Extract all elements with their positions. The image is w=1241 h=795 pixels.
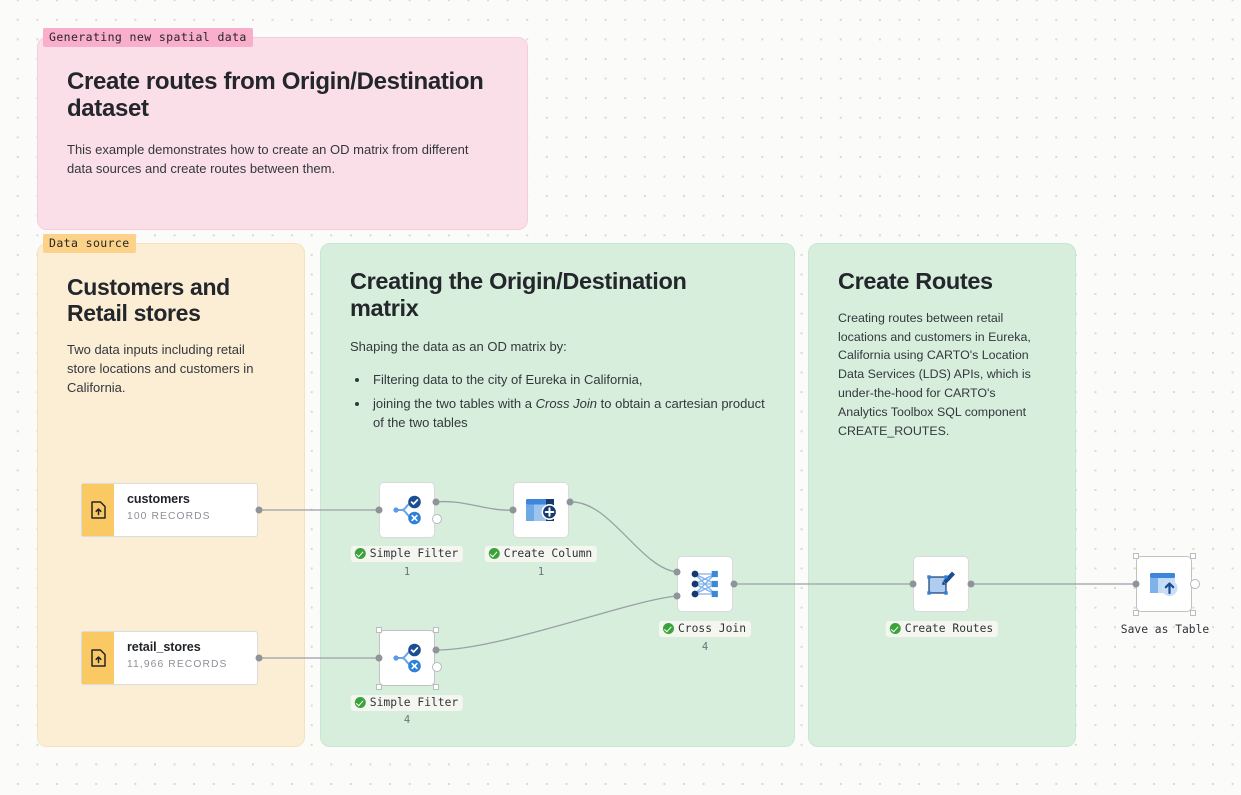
panel-od-matrix-title: Creating the Origin/Destination matrix [350,268,687,321]
output-port[interactable] [566,498,574,506]
output-port[interactable] [967,580,975,588]
node-count-simple-filter-1: 1 [403,566,411,578]
output-port[interactable] [730,580,738,588]
resize-handle-sw[interactable] [376,684,382,690]
node-label-cross-join: Cross Join [658,621,752,637]
list-item: joining the two tables with a Cross Join… [370,394,765,433]
node-label-create-column: Create Column [484,546,598,562]
input-port[interactable] [509,506,517,514]
secondary-output-port[interactable] [432,662,442,672]
output-port[interactable] [432,646,440,654]
node-label-save-as-table: Save as Table [1120,623,1210,636]
node-count-create-column: 1 [537,566,545,578]
resize-handle-ne[interactable] [433,627,439,633]
resize-handle-se[interactable] [433,684,439,690]
panel-od-matrix-bullets: Filtering data to the city of Eureka in … [350,370,765,433]
simple-filter-icon [393,643,421,673]
secondary-output-port[interactable] [432,514,442,524]
panel-data-source-title: Customers and Retail stores [67,274,230,326]
panel-data-source-tag: Data source [43,234,136,253]
node-create-column[interactable] [513,482,569,538]
resize-handle-nw[interactable] [376,627,382,633]
node-count-simple-filter-2: 4 [403,714,411,726]
input-port[interactable] [909,580,917,588]
node-create-routes[interactable] [913,556,969,612]
output-port[interactable] [432,498,440,506]
resize-handle-sw[interactable] [1133,610,1139,616]
panel-intro-title: Create routes from Origin/Destination da… [67,68,484,123]
success-check-icon [488,548,500,559]
data-source-node-customers[interactable]: customers 100 RECORDS [81,483,263,537]
node-simple-filter-1[interactable] [379,482,435,538]
data-source-node-retail-stores[interactable]: retail_stores 11,966 RECORDS [81,631,263,685]
node-label-simple-filter-2: Simple Filter [350,695,464,711]
input-port-b[interactable] [673,592,681,600]
panel-intro[interactable]: Generating new spatial data Create route… [37,28,528,230]
cross-join-icon [691,570,718,598]
output-port[interactable] [255,654,263,662]
success-check-icon [889,623,901,634]
panel-intro-tag: Generating new spatial data [43,28,253,47]
resize-handle-ne[interactable] [1190,553,1196,559]
create-routes-icon [927,571,955,595]
file-import-icon [82,484,114,536]
success-check-icon [662,623,674,634]
resize-handle-nw[interactable] [1133,553,1139,559]
data-source-records: 100 RECORDS [127,510,211,522]
input-port[interactable] [375,506,383,514]
panel-create-routes-body: Creating routes between retail locations… [838,310,1031,439]
node-label-create-routes: Create Routes [885,621,999,637]
panel-create-routes-title: Create Routes [838,268,993,294]
node-count-cross-join: 4 [701,641,709,653]
success-check-icon [354,697,366,708]
input-port[interactable] [1132,580,1140,588]
create-column-icon [526,499,558,521]
node-cross-join[interactable] [677,556,733,612]
data-source-name: retail_stores [127,640,201,654]
panel-od-matrix-body: Shaping the data as an OD matrix by: [350,339,567,355]
file-import-icon [82,632,114,684]
data-source-records: 11,966 RECORDS [127,658,228,670]
output-port[interactable] [255,506,263,514]
panel-intro-body: This example demonstrates how to create … [67,142,469,177]
node-save-as-table[interactable] [1136,556,1192,612]
success-check-icon [354,548,366,559]
node-simple-filter-2[interactable] [379,630,435,686]
input-port-a[interactable] [673,568,681,576]
list-item: Filtering data to the city of Eureka in … [370,370,765,390]
save-as-table-icon [1150,573,1178,596]
panel-create-routes[interactable]: Create Routes Creating routes between re… [808,243,1076,747]
panel-data-source-body: Two data inputs including retail store l… [67,341,254,396]
output-port[interactable] [1190,579,1200,589]
node-label-simple-filter-1: Simple Filter [350,546,464,562]
input-port[interactable] [375,654,383,662]
simple-filter-icon [393,495,421,525]
resize-handle-se[interactable] [1190,610,1196,616]
data-source-name: customers [127,492,190,506]
